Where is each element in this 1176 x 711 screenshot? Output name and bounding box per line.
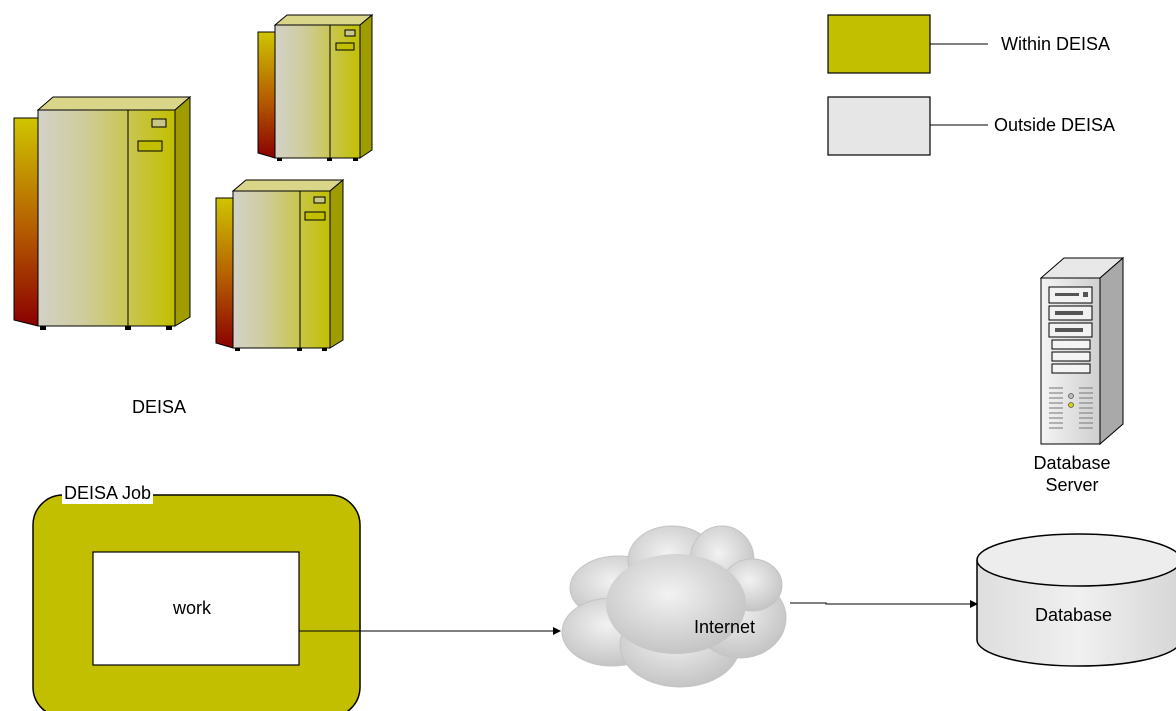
work-label: work [173, 598, 212, 618]
internet-label: Internet [694, 617, 756, 637]
work-box [92, 551, 300, 666]
internet-to-database-arrow [790, 600, 978, 608]
job-label: DEISA Job [62, 483, 154, 504]
server-tower-icon [1039, 256, 1125, 446]
database-label: Database [1035, 605, 1113, 625]
cloud-icon [561, 525, 787, 688]
cluster-label: DEISA [132, 397, 187, 417]
db-server-label: Database Server [1016, 452, 1128, 496]
deisa-job-container [32, 494, 361, 711]
legend-outside-swatch [827, 96, 931, 156]
db-server-label-line1: Database [1033, 453, 1111, 473]
supercomputer-large-icon [13, 95, 192, 330]
legend [827, 14, 988, 156]
legend-within-label: Within DEISA [1001, 34, 1111, 54]
supercomputer-middle-icon [215, 178, 345, 351]
db-server-label-line2: Server [1045, 475, 1099, 495]
supercomputer-top-icon [257, 13, 374, 161]
legend-within-swatch [827, 14, 931, 74]
database-cylinder-icon [976, 533, 1176, 667]
legend-outside-label: Outside DEISA [994, 115, 1116, 135]
